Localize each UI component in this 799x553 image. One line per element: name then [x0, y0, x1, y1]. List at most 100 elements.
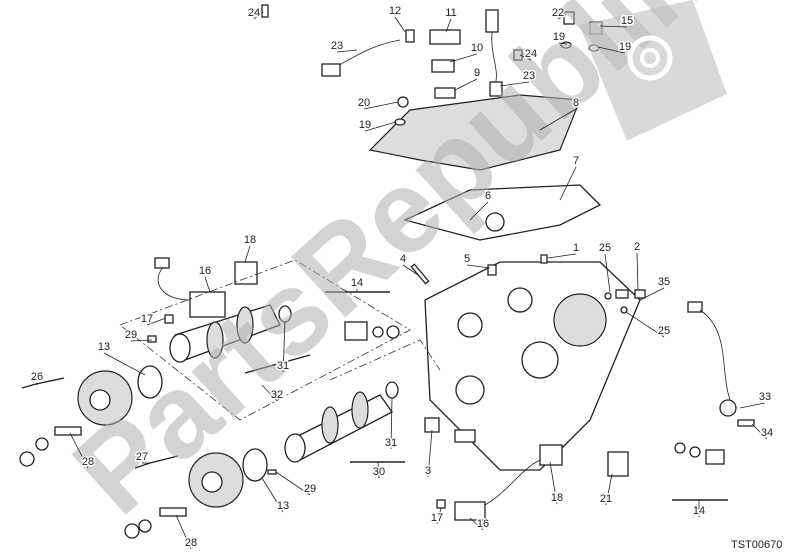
callout-label: 28: [82, 456, 94, 468]
callout-label: 28: [185, 537, 197, 549]
leader-line: [445, 18, 452, 33]
callout-label: 20: [358, 97, 370, 109]
callout-label: 21: [600, 493, 612, 505]
misc-parts: [147, 254, 755, 521]
callout-label: 29: [304, 483, 316, 495]
callout-label: 1: [573, 242, 579, 254]
callout-label: 29: [125, 329, 137, 341]
leader-line: [539, 108, 577, 131]
leader-line: [466, 264, 491, 269]
callout-label: 22: [552, 7, 564, 19]
callout-label: 6: [485, 190, 491, 202]
callout-label: 2: [634, 241, 640, 253]
leader-line: [449, 53, 478, 63]
leader-line: [275, 471, 311, 496]
callout-label: 10: [471, 42, 483, 54]
leader-line: [557, 13, 567, 20]
callout-label: 19: [553, 31, 565, 43]
callout-label: 25: [658, 325, 670, 337]
leader-line: [604, 253, 611, 293]
leader-line: [261, 477, 284, 513]
callout-label: 32: [271, 389, 283, 401]
callout-label: 30: [373, 466, 385, 478]
callout-label: 27: [136, 451, 148, 463]
callout-label: 8: [573, 97, 579, 109]
leader-line: [549, 461, 558, 505]
callout-label: 15: [621, 15, 633, 27]
callout-label: 23: [331, 40, 343, 52]
leader-line: [244, 245, 251, 263]
callout-label: 11: [445, 7, 456, 19]
callout-label: 31: [277, 360, 289, 372]
leader-line: [499, 81, 530, 87]
callout-label: 16: [199, 265, 211, 277]
leader-line: [363, 101, 399, 110]
leader-line: [261, 384, 278, 402]
callout-label: 13: [277, 500, 289, 512]
callout-label: 5: [464, 253, 470, 265]
leader-line: [402, 264, 419, 276]
callout-label: 24: [248, 7, 260, 19]
leader-line: [204, 276, 211, 293]
leader-line: [282, 321, 286, 373]
leader-line: [364, 121, 397, 132]
callout-label: 16: [477, 518, 489, 530]
leader-line: [454, 78, 478, 91]
callout-label: 23: [523, 70, 535, 82]
cylinder-head: [424, 261, 641, 471]
gear-icon: [579, 0, 727, 141]
callout-label: 17: [141, 313, 153, 325]
leader-line: [377, 461, 380, 479]
callout-label: 13: [98, 341, 110, 353]
callout-label: 17: [431, 512, 443, 524]
leader-line: [639, 287, 665, 301]
leader-line: [394, 16, 406, 33]
callout-label: 24: [525, 48, 537, 60]
leader-line: [599, 25, 628, 28]
leader-line: [336, 49, 358, 53]
leader-line: [253, 11, 264, 20]
leader-line: [469, 201, 489, 221]
callout-label: 12: [389, 5, 401, 17]
callout-label: 26: [31, 371, 43, 383]
group-outline-lower: [329, 339, 441, 381]
leader-line: [469, 517, 484, 531]
leader-line: [636, 252, 639, 291]
leader-line: [69, 432, 89, 469]
leader-line: [390, 397, 393, 450]
camshafts: [169, 304, 399, 463]
cam-pulleys: [19, 365, 268, 539]
callout-label: 18: [244, 234, 256, 246]
callout-label: 35: [658, 276, 670, 288]
callout-label: 4: [400, 253, 406, 265]
valve-cover: [368, 94, 602, 241]
callout-label: 7: [573, 155, 579, 167]
leader-line: [436, 507, 442, 525]
callout-label: 19: [359, 119, 371, 131]
callout-label: 9: [474, 67, 480, 79]
callout-label: 14: [351, 277, 363, 289]
callout-label: 25: [599, 242, 611, 254]
leader-line: [597, 46, 626, 54]
callout-label: 14: [693, 505, 705, 517]
leader-line: [146, 317, 167, 326]
leader-line: [519, 54, 532, 61]
callout-label: 34: [761, 427, 773, 439]
group-outline-left: [119, 259, 411, 421]
leader-line: [625, 311, 665, 338]
leader-line: [427, 429, 433, 478]
leader-line: [605, 473, 613, 506]
callout-label: 33: [759, 391, 771, 403]
callout-label: 19: [619, 41, 631, 53]
leader-line: [558, 42, 568, 45]
leader-line: [103, 352, 146, 376]
leader-line: [559, 166, 577, 201]
leader-line: [175, 514, 192, 550]
callout-label: 3: [425, 465, 431, 477]
leader-line: [739, 402, 766, 409]
leader-line: [547, 253, 577, 259]
drawing-code: TST00670: [731, 539, 782, 551]
